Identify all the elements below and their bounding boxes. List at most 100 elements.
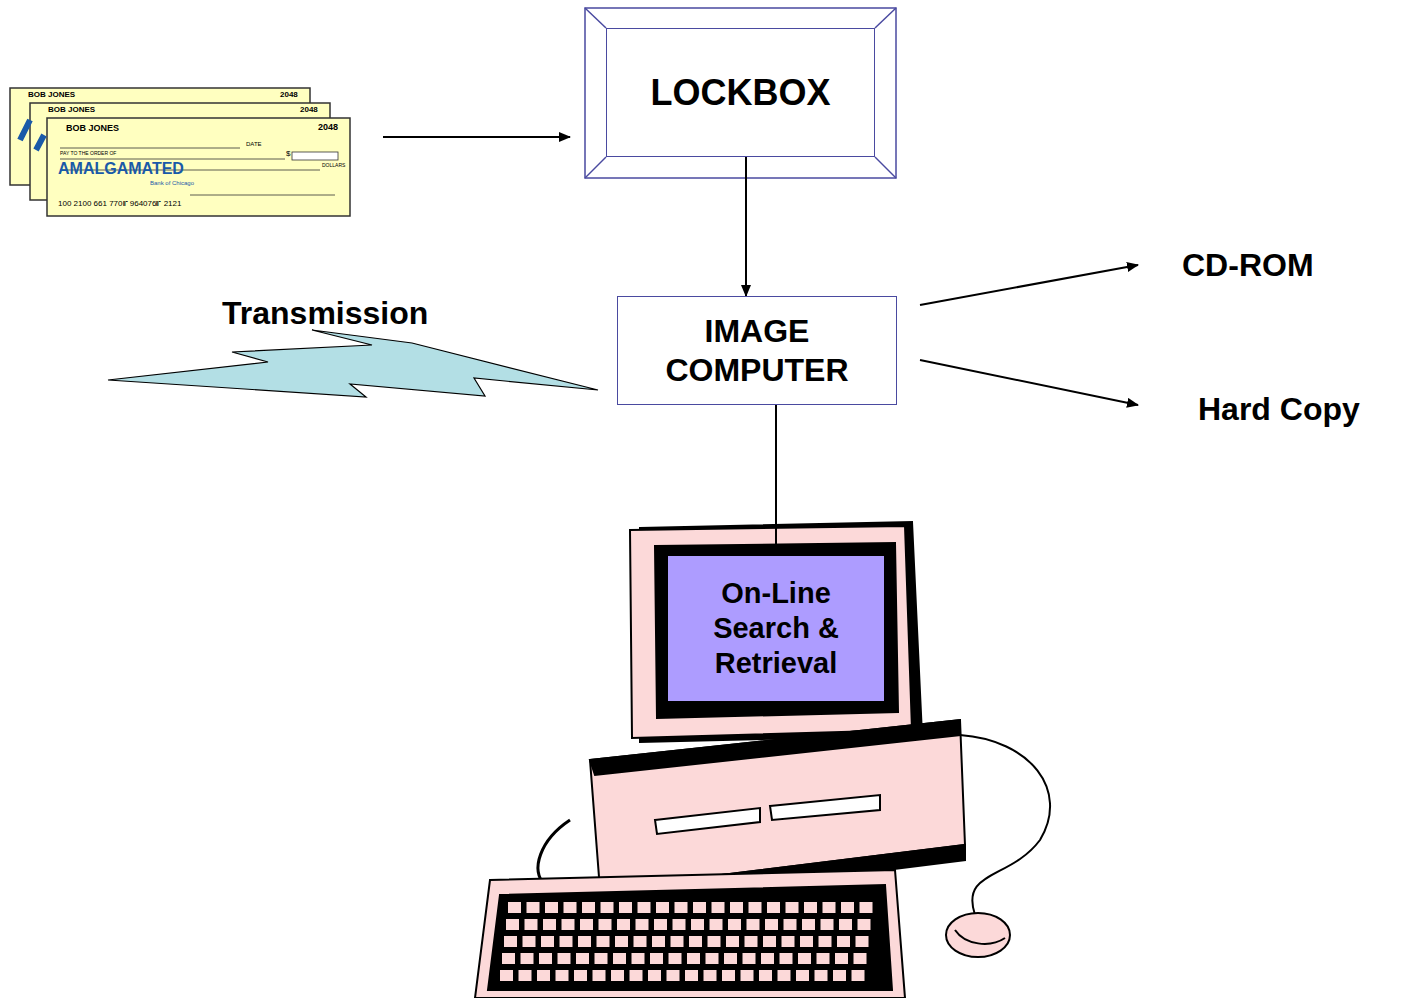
keyboard-key xyxy=(652,936,665,947)
keyboard-key xyxy=(556,970,569,981)
keyboard-key xyxy=(728,919,741,930)
keyboard-key xyxy=(523,936,536,947)
keyboard-key xyxy=(724,953,737,964)
keyboard-key xyxy=(656,902,669,913)
keyboard-key xyxy=(564,902,577,913)
keyboard-key xyxy=(667,970,680,981)
keyboard-key xyxy=(747,919,760,930)
keyboard-key xyxy=(543,919,556,930)
keyboard-key xyxy=(817,953,830,964)
keyboard-key xyxy=(815,970,828,981)
keyboard-key xyxy=(500,970,513,981)
keyboard-key xyxy=(582,902,595,913)
output-arrow xyxy=(920,360,1138,405)
transmission-bolt xyxy=(108,330,598,397)
keyboard-key xyxy=(763,936,776,947)
node-text: On-Line Search & Retrieval xyxy=(676,576,876,680)
output-label: Hard Copy xyxy=(1198,392,1360,427)
keyboard-key xyxy=(671,936,684,947)
keyboard-key xyxy=(761,953,774,964)
keyboard-key xyxy=(839,919,852,930)
keyboard-key xyxy=(576,953,589,964)
keyboard-key xyxy=(508,902,521,913)
check-stack xyxy=(10,88,350,216)
micr-line: 100 2100 661 770⑈ 964076⑈ 2121 xyxy=(58,200,181,209)
keyboard-key xyxy=(841,902,854,913)
keyboard-key xyxy=(687,953,700,964)
keyboard-key xyxy=(804,902,817,913)
keyboard-key xyxy=(780,953,793,964)
keyboard-key xyxy=(802,919,815,930)
keyboard-key xyxy=(595,953,608,964)
computer-illustration xyxy=(475,522,1050,998)
keyboard-key xyxy=(704,970,717,981)
keyboard-key xyxy=(852,970,865,981)
check-field: DATE xyxy=(246,141,262,148)
flow-arrow xyxy=(775,405,777,556)
keyboard-key xyxy=(786,902,799,913)
keyboard-keys xyxy=(500,902,873,981)
check-field: DOLLARS xyxy=(322,163,345,169)
keyboard-key xyxy=(593,970,606,981)
flow-arrow xyxy=(383,136,570,138)
keyboard-key xyxy=(630,970,643,981)
keyboard-key xyxy=(835,953,848,964)
keyboard-key xyxy=(800,936,813,947)
keyboard-key xyxy=(767,902,780,913)
keyboard-key xyxy=(597,936,610,947)
keyboard-key xyxy=(650,953,663,964)
keyboard-key xyxy=(502,953,515,964)
check-number: 2048 xyxy=(280,91,298,100)
keyboard-key xyxy=(833,970,846,981)
keyboard-key xyxy=(784,919,797,930)
keyboard-key xyxy=(634,936,647,947)
keyboard-key xyxy=(504,936,517,947)
keyboard-key xyxy=(798,953,811,964)
keyboard-key xyxy=(710,919,723,930)
process-box: IMAGE COMPUTER xyxy=(617,296,897,405)
output-arrow xyxy=(920,265,1138,305)
keyboard-key xyxy=(837,936,850,947)
keyboard-key xyxy=(819,936,832,947)
keyboard-key xyxy=(654,919,667,930)
keyboard-key xyxy=(745,936,758,947)
keyboard-key xyxy=(706,953,719,964)
keyboard-key xyxy=(578,936,591,947)
check-name: BOB JONES xyxy=(66,124,119,134)
keyboard-key xyxy=(525,919,538,930)
keyboard-key xyxy=(599,919,612,930)
output-label: CD-ROM xyxy=(1182,248,1314,283)
check-field: PAY TO THE ORDER OF xyxy=(60,151,116,157)
check-name: BOB JONES xyxy=(28,91,75,100)
keyboard-key xyxy=(613,953,626,964)
keyboard-key xyxy=(574,970,587,981)
keyboard-key xyxy=(537,970,550,981)
keyboard-key xyxy=(782,936,795,947)
keyboard-key xyxy=(539,953,552,964)
check-field: $ xyxy=(286,150,290,159)
keyboard-key xyxy=(823,902,836,913)
node-text: LOCKBOX xyxy=(651,71,831,114)
keyboard-key xyxy=(562,919,575,930)
keyboard-key xyxy=(712,902,725,913)
check-number: 2048 xyxy=(318,123,338,133)
keyboard-key xyxy=(601,902,614,913)
check-name: BOB JONES xyxy=(48,106,95,115)
keyboard-key xyxy=(741,970,754,981)
keyboard-key xyxy=(527,902,540,913)
lockbox-frame xyxy=(585,8,896,178)
transmission-label: Transmission xyxy=(222,296,428,331)
keyboard-key xyxy=(708,936,721,947)
keyboard-key xyxy=(648,970,661,981)
keyboard-key xyxy=(636,919,649,930)
keyboard-key xyxy=(521,953,534,964)
keyboard-key xyxy=(743,953,756,964)
keyboard-key xyxy=(765,919,778,930)
keyboard-key xyxy=(560,936,573,947)
keyboard-key xyxy=(778,970,791,981)
keyboard-key xyxy=(691,919,704,930)
keyboard-key xyxy=(860,902,873,913)
check-number: 2048 xyxy=(300,106,318,115)
keyboard-key xyxy=(685,970,698,981)
keyboard-key xyxy=(856,936,869,947)
